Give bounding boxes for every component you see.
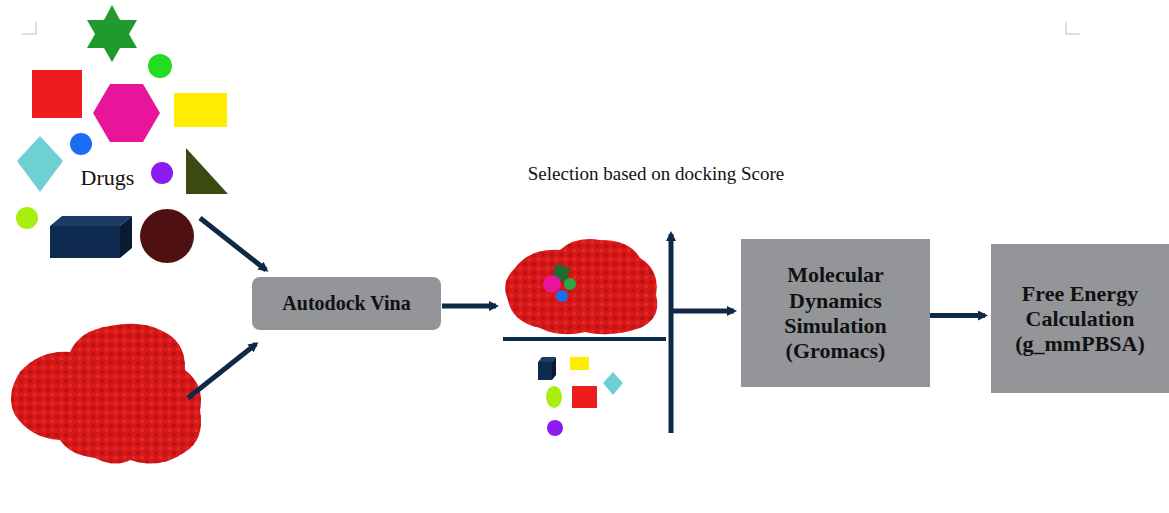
input-arrow xyxy=(200,218,266,270)
selection-line xyxy=(503,337,666,341)
node-text: Molecular Dynamics Simulation (Gromacs) xyxy=(749,262,922,363)
docked-complex xyxy=(505,239,657,334)
node-text: Free Energy Calculation (g_mmPBSA) xyxy=(999,281,1161,357)
annotation: Selection based on docking Score xyxy=(520,163,792,185)
output-arrow xyxy=(442,304,496,309)
corner-mark xyxy=(1066,22,1080,34)
process-box: Free Energy Calculation (g_mmPBSA) xyxy=(991,244,1169,393)
drug-shapes xyxy=(16,5,228,263)
selection-arrow xyxy=(671,309,734,314)
rejected-drugs xyxy=(538,357,623,436)
input-arrow xyxy=(188,344,256,398)
group-label: Drugs xyxy=(70,165,145,191)
process-box: Autodock Vina xyxy=(252,277,441,330)
protein-surface xyxy=(11,324,201,464)
selection-axis xyxy=(669,234,674,433)
flow-arrow xyxy=(930,313,985,318)
process-box: Molecular Dynamics Simulation (Gromacs) xyxy=(741,239,930,387)
corner-mark xyxy=(22,22,36,34)
node-text: Autodock Vina xyxy=(282,292,410,315)
